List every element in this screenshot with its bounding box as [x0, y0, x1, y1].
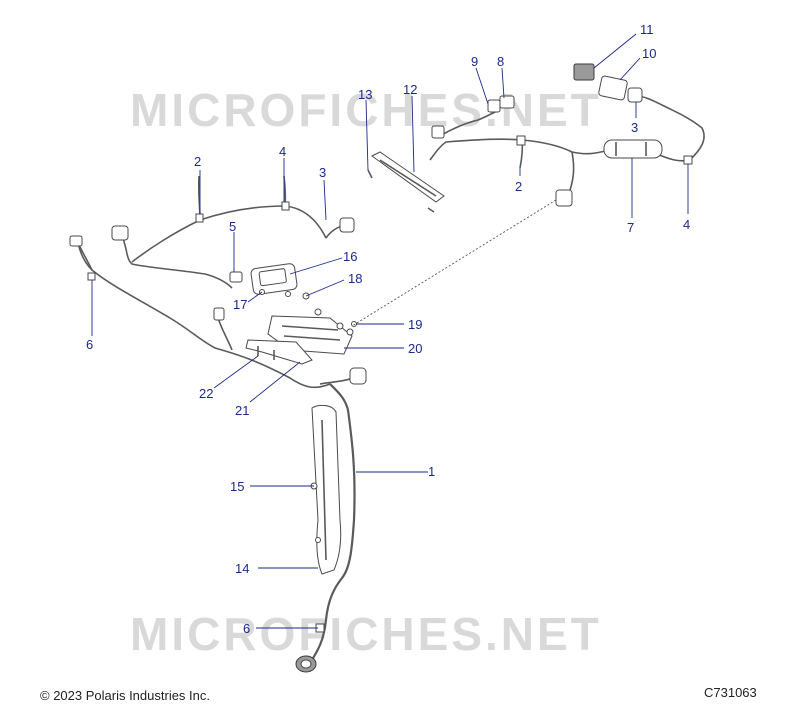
clip-6-upper — [87, 272, 96, 281]
fastener-19 — [336, 322, 344, 330]
callout-14: 14 — [235, 561, 249, 576]
clip-4-left — [281, 201, 290, 211]
callout-9: 9 — [471, 54, 478, 69]
switch-10 — [598, 75, 628, 101]
callout-4-right: 4 — [683, 217, 690, 232]
callout-3-right: 3 — [631, 120, 638, 135]
callout-17: 17 — [233, 297, 247, 312]
callout-8: 8 — [497, 54, 504, 69]
connector-5 — [229, 271, 243, 283]
callout-18: 18 — [348, 271, 362, 286]
callout-10: 10 — [642, 46, 656, 61]
callout-11: 11 — [640, 22, 654, 37]
connector-lower — [349, 367, 367, 385]
clip-8 — [499, 95, 515, 109]
connector-3-right — [627, 87, 643, 103]
clip-9 — [487, 99, 501, 113]
alignment-line — [351, 199, 557, 327]
callout-21: 21 — [235, 403, 249, 418]
callout-1: 1 — [428, 464, 435, 479]
callout-7: 7 — [627, 220, 634, 235]
callout-labels: 1 2 2 3 3 4 4 5 6 6 7 8 9 10 11 12 13 14… — [86, 22, 690, 636]
clip-2-right — [516, 135, 526, 146]
connector-right — [555, 189, 573, 207]
leader-lines — [91, 33, 689, 629]
callout-16: 16 — [343, 249, 357, 264]
trim-14 — [311, 404, 342, 575]
left-harness — [69, 175, 355, 389]
copyright-text: © 2023 Polaris Industries Inc. — [40, 688, 210, 703]
fastener-13 — [367, 169, 373, 179]
module-assembly — [250, 263, 322, 316]
callout-2-left: 2 — [194, 154, 201, 169]
callout-3-left: 3 — [319, 165, 326, 180]
callout-19: 19 — [408, 317, 422, 332]
sleeve-7 — [603, 139, 663, 159]
callout-15: 15 — [230, 479, 244, 494]
right-harness — [429, 63, 705, 207]
callout-20: 20 — [408, 341, 422, 356]
callout-4-left: 4 — [279, 144, 286, 159]
connector-left-3 — [213, 307, 225, 321]
callout-6-upper: 6 — [86, 337, 93, 352]
clip-2-left — [195, 213, 204, 223]
switch-11 — [573, 63, 595, 81]
clip-4-right — [683, 155, 693, 165]
connector-3 — [339, 217, 355, 233]
watermark-top: MICROFICHES.NET — [130, 84, 602, 136]
light-bar-12 — [367, 151, 445, 213]
callout-5: 5 — [229, 219, 236, 234]
connector-upper-1 — [431, 125, 445, 139]
watermark-bottom: MICROFICHES.NET — [130, 608, 602, 660]
diagram-code: C731063 — [704, 685, 757, 700]
callout-13: 13 — [358, 87, 372, 102]
callout-2-right: 2 — [515, 179, 522, 194]
connector-left-1 — [69, 235, 83, 247]
callout-22: 22 — [199, 386, 213, 401]
connector-left-2 — [111, 225, 129, 241]
callout-12: 12 — [403, 82, 417, 97]
callout-6-lower: 6 — [243, 621, 250, 636]
bracket-21 — [245, 339, 313, 365]
